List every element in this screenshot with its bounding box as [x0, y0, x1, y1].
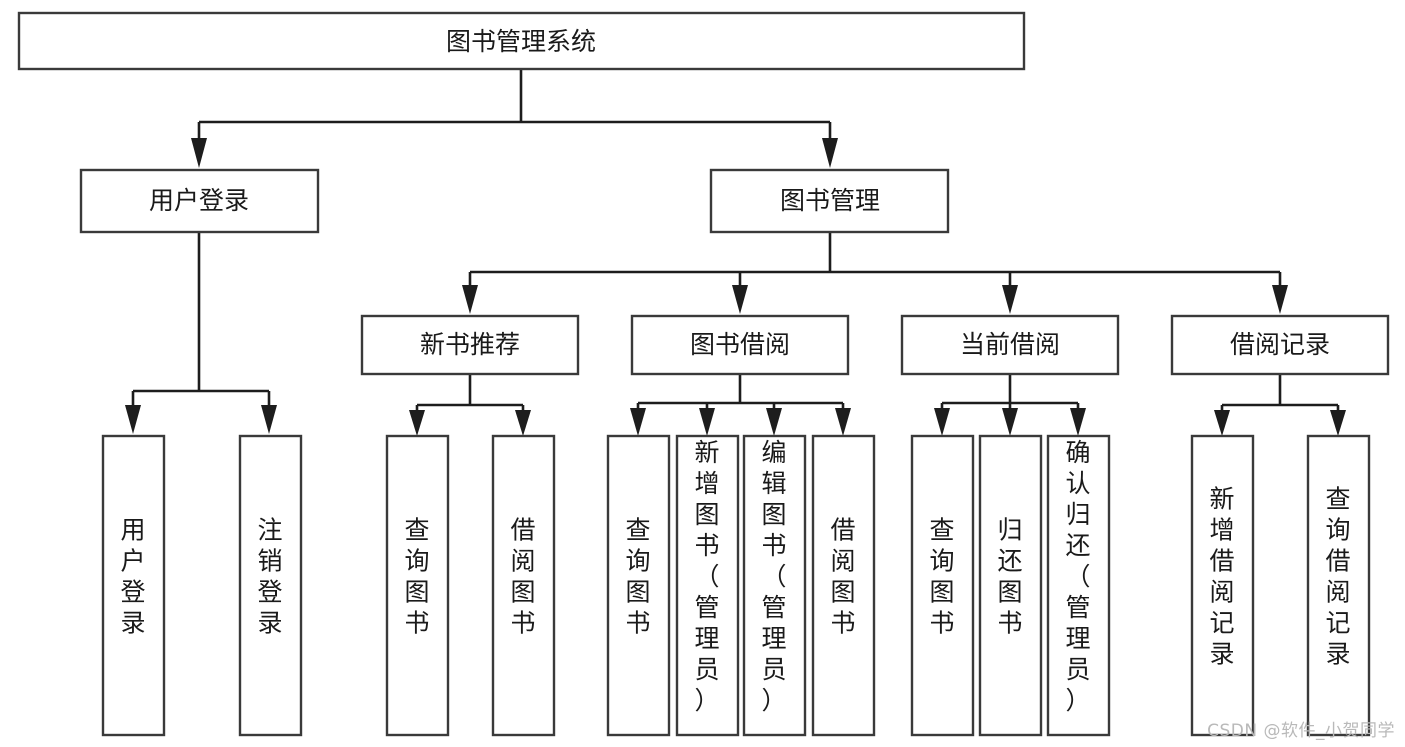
node-user-login-label: 用户登录: [149, 186, 249, 215]
arrow-head-leaf-logout-login: [261, 405, 277, 434]
node-book-management-label: 图书管理: [780, 186, 880, 215]
connector-group-book-management: [462, 232, 1288, 314]
node-user-login[interactable]: 用户登录: [79, 168, 320, 234]
node-user-login-box[interactable]: [79, 168, 320, 234]
arrow-head-new-book-recommend: [462, 285, 478, 314]
node-leaf-confirm-return-label: 确认归还（管理员）: [1065, 438, 1090, 715]
connector-group-new-book-recommend: [409, 374, 531, 436]
node-leaf-edit-book-label: 编辑图书（管理员）: [761, 438, 786, 715]
node-leaf-add-book-box[interactable]: [675, 434, 740, 737]
node-leaf-query-record-box[interactable]: [1306, 434, 1371, 737]
node-leaf-borrow-book-1-label: 借阅图书: [510, 516, 535, 638]
node-root[interactable]: 图书管理系统: [17, 11, 1026, 71]
arrow-head-leaf-query-book-2: [630, 408, 646, 436]
node-current-borrow[interactable]: 当前借阅: [900, 314, 1120, 376]
node-leaf-borrow-book-2-box[interactable]: [811, 434, 876, 737]
node-leaf-query-book-1-label: 查询图书: [404, 516, 429, 638]
arrow-head-book-management: [822, 138, 838, 168]
arrow-head-leaf-borrow-book-2: [835, 408, 851, 436]
connector-group-root: [191, 69, 838, 168]
node-leaf-borrow-book-1-box[interactable]: [491, 434, 556, 737]
arrow-head-current-borrow: [1002, 285, 1018, 314]
node-book-management-box[interactable]: [709, 168, 950, 234]
arrow-head-leaf-query-record: [1330, 410, 1346, 436]
node-leaf-query-book-2[interactable]: 查询图书: [606, 434, 671, 737]
node-borrow-record-box[interactable]: [1170, 314, 1390, 376]
node-leaf-logout-login-label: 注销登录: [257, 516, 282, 638]
node-leaf-logout-login[interactable]: 注销登录: [238, 434, 303, 737]
node-leaf-user-login-box[interactable]: [101, 434, 166, 737]
connector-group-user-login: [125, 232, 277, 434]
node-leaf-query-book-3[interactable]: 查询图书: [910, 434, 975, 737]
node-book-borrow-label: 图书借阅: [690, 330, 790, 359]
node-leaf-query-book-2-label: 查询图书: [625, 516, 650, 638]
connector-group-borrow-record: [1214, 374, 1346, 436]
arrow-head-leaf-confirm-return: [1070, 408, 1086, 436]
node-borrow-record[interactable]: 借阅记录: [1170, 314, 1390, 376]
node-leaf-add-book[interactable]: 新增图书（管理员）: [675, 434, 740, 737]
node-leaf-return-book[interactable]: 归还图书: [978, 434, 1043, 737]
arrow-head-leaf-add-book: [699, 408, 715, 436]
node-leaf-confirm-return-box[interactable]: [1046, 434, 1111, 737]
node-leaf-confirm-return[interactable]: 确认归还（管理员）: [1046, 434, 1111, 737]
arrow-head-leaf-return-book: [1002, 408, 1018, 436]
arrow-head-borrow-record: [1272, 285, 1288, 314]
connector-group-book-borrow: [630, 374, 851, 436]
arrow-head-leaf-borrow-book-1: [515, 410, 531, 436]
node-leaf-edit-book[interactable]: 编辑图书（管理员）: [742, 434, 807, 737]
node-current-borrow-box[interactable]: [900, 314, 1120, 376]
csdn-watermark: CSDN @软件_小贺同学: [1207, 721, 1395, 741]
node-new-book-recommend-label: 新书推荐: [420, 330, 520, 359]
node-leaf-add-book-label: 新增图书（管理员）: [694, 438, 719, 715]
node-leaf-return-book-label: 归还图书: [997, 516, 1022, 638]
node-book-borrow-box[interactable]: [630, 314, 850, 376]
node-leaf-edit-book-box[interactable]: [742, 434, 807, 737]
node-leaf-borrow-book-2-label: 借阅图书: [830, 516, 855, 638]
arrow-head-leaf-user-login: [125, 405, 141, 434]
node-leaf-query-book-1[interactable]: 查询图书: [385, 434, 450, 737]
node-new-book-recommend[interactable]: 新书推荐: [360, 314, 580, 376]
node-leaf-query-book-2-box[interactable]: [606, 434, 671, 737]
node-borrow-record-label: 借阅记录: [1230, 330, 1330, 359]
node-leaf-query-book-3-box[interactable]: [910, 434, 975, 737]
connector-group-current-borrow: [934, 374, 1086, 436]
arrow-head-book-borrow: [732, 285, 748, 314]
arrow-head-user-login: [191, 138, 207, 168]
node-new-book-recommend-box[interactable]: [360, 314, 580, 376]
arrow-head-leaf-add-record: [1214, 410, 1230, 436]
node-leaf-query-record-label: 查询借阅记录: [1325, 485, 1350, 669]
arrow-head-leaf-edit-book: [766, 408, 782, 436]
node-leaf-borrow-book-2[interactable]: 借阅图书: [811, 434, 876, 737]
arrow-head-leaf-query-book-3: [934, 408, 950, 436]
node-leaf-add-record[interactable]: 新增借阅记录: [1190, 434, 1255, 737]
node-leaf-return-book-box[interactable]: [978, 434, 1043, 737]
node-leaf-borrow-book-1[interactable]: 借阅图书: [491, 434, 556, 737]
node-book-borrow[interactable]: 图书借阅: [630, 314, 850, 376]
arrow-head-leaf-query-book-1: [409, 410, 425, 436]
node-leaf-query-record[interactable]: 查询借阅记录: [1306, 434, 1371, 737]
node-leaf-query-book-3-label: 查询图书: [929, 516, 954, 638]
node-leaf-user-login-label: 用户登录: [120, 516, 145, 638]
node-book-management[interactable]: 图书管理: [709, 168, 950, 234]
node-current-borrow-label: 当前借阅: [960, 330, 1060, 359]
node-root-box[interactable]: [17, 11, 1026, 71]
node-root-label: 图书管理系统: [446, 27, 596, 56]
node-leaf-add-record-box[interactable]: [1190, 434, 1255, 737]
node-leaf-query-book-1-box[interactable]: [385, 434, 450, 737]
node-leaf-user-login[interactable]: 用户登录: [101, 434, 166, 737]
node-leaf-add-record-label: 新增借阅记录: [1209, 485, 1234, 669]
node-leaf-logout-login-box[interactable]: [238, 434, 303, 737]
